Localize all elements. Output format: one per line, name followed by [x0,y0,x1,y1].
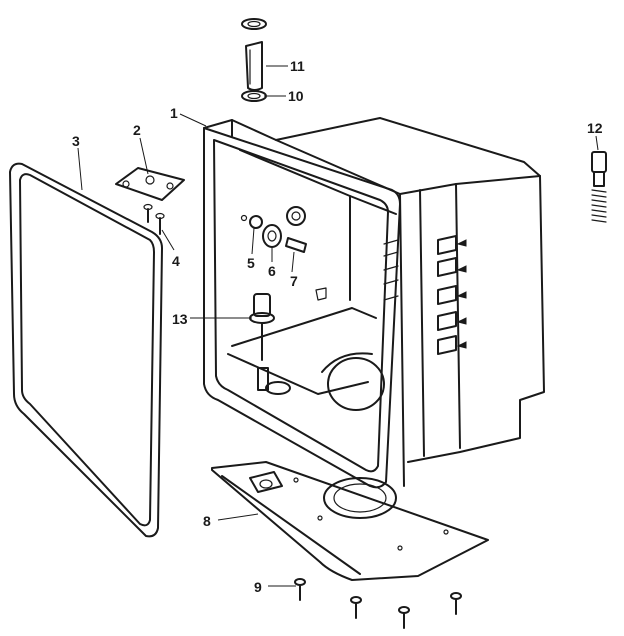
callout-11: 11 [290,58,305,74]
callout-1: 1 [170,105,178,121]
hose [245,41,263,91]
callout-6: 6 [268,263,276,279]
callout-2: 2 [133,122,141,138]
hinge-bracket [115,167,185,201]
base-screws [294,578,462,629]
base-plate [211,461,489,581]
callout-9: 9 [254,579,262,595]
spring-nozzle [591,151,607,223]
callout-3: 3 [72,133,80,149]
inlet-fittings [240,206,327,301]
callout-13: 13 [172,311,188,327]
callout-5: 5 [247,255,255,271]
callout-10: 10 [288,88,304,104]
callout-4: 4 [172,253,180,269]
hinge-screws [143,203,165,235]
leader-lines [77,65,599,587]
tub-side-brackets [383,235,467,355]
callout-8: 8 [203,513,211,529]
tub-assembly [203,117,545,489]
door-gasket [9,162,163,538]
callout-7: 7 [290,273,298,289]
callout-labels: 1 2 3 4 5 6 7 8 9 10 11 12 13 [72,58,603,595]
callout-12: 12 [587,120,603,136]
float-switch [249,293,275,361]
